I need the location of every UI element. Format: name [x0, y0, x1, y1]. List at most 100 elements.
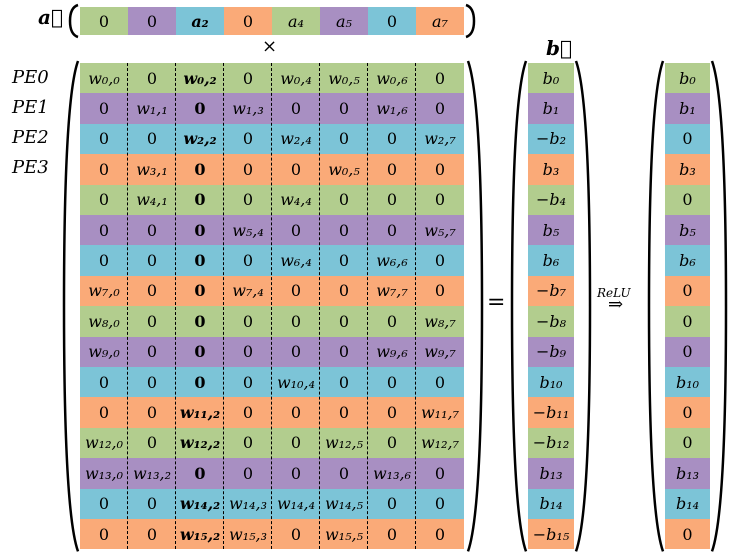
matrix-cell: w₀,₅	[320, 63, 368, 94]
matrix-cell: 0	[128, 397, 176, 428]
output-vector-cell: b₃	[665, 154, 710, 185]
output-vector-cell: 0	[665, 397, 710, 428]
matrix-cell: 0	[128, 63, 176, 94]
matrix-cell: 0	[416, 93, 464, 124]
matrix-cell: 0	[224, 184, 272, 215]
matrix-cell: w₉,₆	[368, 336, 416, 367]
output-vector-cell: b₁₀	[665, 367, 710, 398]
matrix-cell: 0	[272, 93, 320, 124]
output-vector-cell: b₆	[665, 245, 710, 276]
matrix-cell: 0	[224, 306, 272, 337]
matrix-cell: 0	[128, 488, 176, 519]
matrix-cell: w₀,₀	[80, 63, 128, 94]
matrix-cell: 0	[80, 93, 128, 124]
matrix-cell: w₁₄,₄	[272, 488, 320, 519]
matrix-cell: w₂,₇	[416, 123, 464, 155]
matrix-cell: 0	[80, 367, 128, 398]
matrix-cell: 0	[128, 336, 176, 367]
output-vector-cell: b₁₃	[665, 458, 710, 489]
matrix-cell: w₁₂,₅	[320, 427, 368, 459]
matrix-cell: 0	[320, 306, 368, 337]
matrix-cell: w₁₃,₆	[368, 458, 416, 489]
vector-b-cell: −b₁₁	[528, 397, 574, 428]
output-vector-cell: b₁	[665, 93, 710, 124]
matrix-cell: 0	[272, 427, 320, 459]
matrix-column-divider	[127, 63, 128, 550]
output-vector-cell: 0	[665, 306, 710, 337]
matrix-cell: w₇,₄	[224, 275, 272, 307]
matrix-cell: 0	[176, 93, 224, 124]
equals-symbol: =	[487, 290, 506, 315]
matrix-cell: w₁₄,₃	[224, 488, 272, 519]
pe-label-3: PE3	[12, 157, 49, 178]
matrix-cell: 0	[368, 427, 416, 459]
vector-b-cell: b₁	[528, 93, 574, 124]
matrix-cell: 0	[128, 123, 176, 155]
matrix-left-paren	[62, 60, 80, 552]
pe-label-0: PE0	[12, 67, 49, 88]
matrix-cell: 0	[416, 154, 464, 185]
matrix-cell: 0	[224, 154, 272, 185]
vector-a-cell: a₄	[272, 7, 320, 35]
vector-b-cell: −b₇	[528, 275, 574, 307]
matrix-cell: w₁₁,₇	[416, 397, 464, 428]
matrix-cell: w₂,₂	[176, 123, 224, 155]
matrix-cell: 0	[224, 245, 272, 276]
output-vector-cell: 0	[665, 275, 710, 307]
vector-a-cell: 0	[368, 7, 416, 35]
matrix-cell: 0	[176, 458, 224, 489]
vector-a-cell: a₅	[320, 7, 368, 35]
matrix-cell: w₅,₄	[224, 215, 272, 246]
vector-b-cell: −b₉	[528, 336, 574, 367]
matrix-cell: 0	[128, 306, 176, 337]
matrix-cell: 0	[368, 215, 416, 246]
vector-b-cell: b₃	[528, 154, 574, 185]
vector-b-cell: −b₁₅	[528, 519, 574, 550]
relu-arrow: ⇒	[608, 294, 624, 315]
matrix-cell: 0	[368, 123, 416, 155]
matrix-cell: w₁₂,₂	[176, 427, 224, 459]
vector-b-cell: −b₁₂	[528, 427, 574, 459]
matrix-cell: 0	[272, 215, 320, 246]
vector-a-right-paren	[465, 3, 476, 39]
matrix-cell: 0	[224, 336, 272, 367]
matrix-cell: 0	[416, 488, 464, 519]
vector-b-cell: b₅	[528, 215, 574, 246]
matrix-cell: w₁₀,₄	[272, 367, 320, 398]
output-vector-left-paren	[647, 60, 665, 552]
matrix-cell: 0	[368, 367, 416, 398]
matrix-cell: 0	[80, 154, 128, 185]
matrix-column-divider	[319, 63, 320, 550]
matrix-cell: 0	[320, 458, 368, 489]
matrix-cell: 0	[176, 336, 224, 367]
vector-b-cell: −b₂	[528, 123, 574, 155]
matrix-cell: w₇,₀	[80, 275, 128, 307]
matrix-cell: w₀,₂	[176, 63, 224, 94]
vector-a-left-paren	[68, 3, 79, 39]
matrix-cell: 0	[416, 245, 464, 276]
matrix-cell: 0	[272, 306, 320, 337]
matrix-cell: w₁₄,₅	[320, 488, 368, 519]
matrix-cell: 0	[176, 306, 224, 337]
matrix-column-divider	[415, 63, 416, 550]
matrix-column-divider	[175, 63, 176, 550]
matrix-cell: 0	[416, 458, 464, 489]
vector-a-cell: 0	[80, 7, 128, 35]
matrix-cell: w₁₃,₀	[80, 458, 128, 489]
vector-b-cell: −b₄	[528, 184, 574, 215]
matrix-cell: w₁,₃	[224, 93, 272, 124]
times-symbol: ×	[262, 36, 278, 57]
matrix-cell: w₆,₄	[272, 245, 320, 276]
matrix-cell: 0	[128, 275, 176, 307]
vector-a-cell: a₇	[416, 7, 464, 35]
matrix-cell: 0	[272, 275, 320, 307]
matrix-cell: 0	[368, 519, 416, 550]
matrix-cell: 0	[224, 123, 272, 155]
matrix-cell: w₀,₅	[320, 154, 368, 185]
matrix-cell: 0	[176, 184, 224, 215]
vector-b-cell: b₁₃	[528, 458, 574, 489]
matrix-cell: 0	[176, 215, 224, 246]
matrix-cell: w₂,₄	[272, 123, 320, 155]
vector-a-label: a⃗	[38, 5, 63, 29]
matrix-cell: 0	[320, 245, 368, 276]
